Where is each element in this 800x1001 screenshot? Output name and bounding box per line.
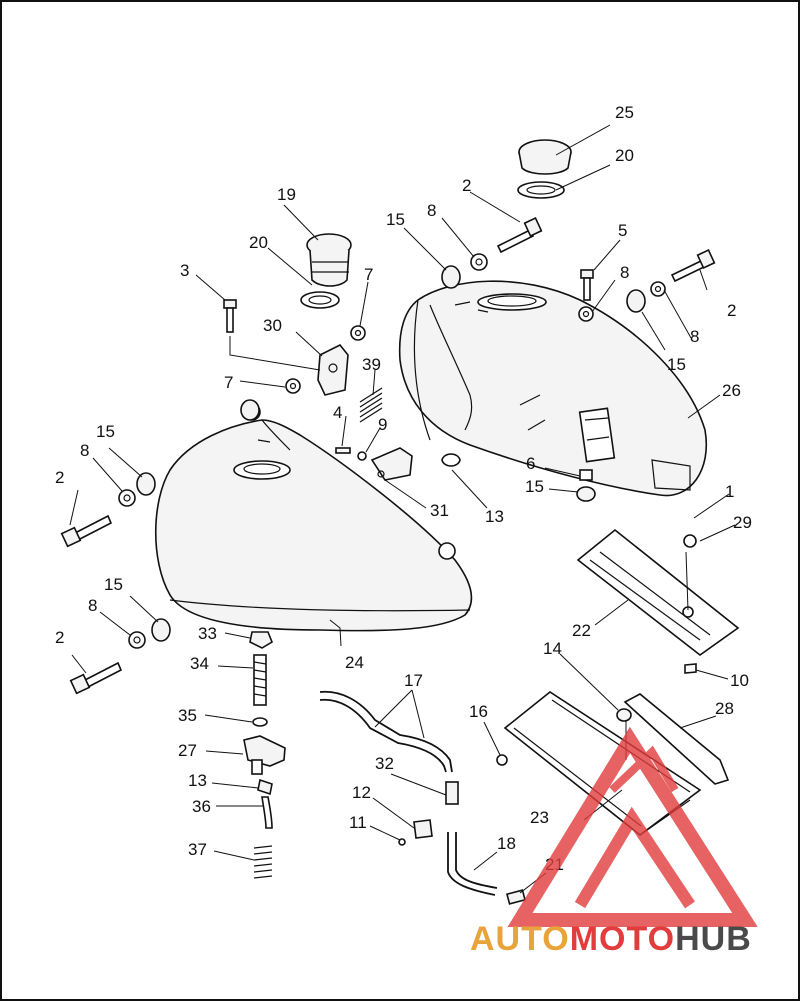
callout-8: 8 — [80, 441, 89, 460]
callout-8: 8 — [427, 201, 436, 220]
callout-35: 35 — [178, 706, 197, 725]
callout-15: 15 — [96, 422, 115, 441]
callout-25: 25 — [615, 103, 634, 122]
watermark-auto: AUTO — [470, 920, 570, 958]
callout-3: 3 — [180, 261, 189, 280]
callout-8: 8 — [88, 596, 97, 615]
callout-6: 6 — [526, 454, 535, 473]
callout-36: 36 — [192, 797, 211, 816]
callout-13: 13 — [485, 507, 504, 526]
watermark-hub: HUB — [675, 920, 752, 958]
crossover-hose — [319, 690, 527, 905]
callout-30: 30 — [263, 316, 282, 335]
callout-15: 15 — [386, 210, 405, 229]
petcock-assembly — [243, 631, 286, 879]
callout-labels: 25 20 2 8 15 5 8 2 8 15 26 19 20 3 7 30 … — [55, 103, 752, 874]
callout-15: 15 — [667, 355, 686, 374]
callout-2: 2 — [55, 628, 64, 647]
callout-19: 19 — [277, 185, 296, 204]
callout-15: 15 — [104, 575, 123, 594]
fill-caps — [300, 139, 572, 309]
callout-8: 8 — [620, 263, 629, 282]
callout-20: 20 — [249, 233, 268, 252]
callout-14: 14 — [543, 639, 562, 658]
watermark-moto: MOTO — [570, 920, 675, 958]
callout-34: 34 — [190, 654, 209, 673]
callout-7: 7 — [364, 265, 373, 284]
callout-4: 4 — [333, 403, 342, 422]
callout-33: 33 — [198, 624, 217, 643]
right-tank-half — [398, 280, 708, 497]
callout-13: 13 — [188, 771, 207, 790]
callout-8: 8 — [690, 327, 699, 346]
callout-11: 11 — [349, 813, 367, 832]
callout-31: 31 — [430, 501, 449, 520]
callout-39: 39 — [362, 355, 381, 374]
callout-27: 27 — [178, 741, 197, 760]
watermark-logo — [507, 726, 758, 927]
callout-18: 18 — [497, 834, 516, 853]
logo-peak — [609, 745, 679, 793]
callout-17: 17 — [404, 671, 423, 690]
leader-lines — [69, 124, 736, 894]
callout-15: 15 — [525, 477, 544, 496]
callout-5: 5 — [618, 221, 627, 240]
callout-16: 16 — [469, 702, 488, 721]
callout-26: 26 — [722, 381, 741, 400]
callout-23: 23 — [530, 808, 549, 827]
callout-7: 7 — [224, 373, 233, 392]
callout-2: 2 — [727, 301, 736, 320]
callout-9: 9 — [378, 415, 387, 434]
mounting-hardware — [60, 217, 716, 796]
logo-triangle-outer — [507, 726, 758, 927]
callout-20: 20 — [615, 146, 634, 165]
callout-2: 2 — [462, 176, 471, 195]
callout-22: 22 — [572, 621, 591, 640]
callout-10: 10 — [730, 671, 749, 690]
callout-2: 2 — [55, 468, 64, 487]
callout-29: 29 — [733, 513, 752, 532]
callout-28: 28 — [715, 699, 734, 718]
callout-12: 12 — [352, 783, 371, 802]
callout-37: 37 — [188, 840, 207, 859]
callout-24: 24 — [345, 653, 364, 672]
watermark-text: AUTOMOTOHUB — [470, 920, 752, 958]
console-parts — [496, 528, 740, 837]
logo-triangle-inner — [574, 806, 695, 909]
callout-1: 1 — [725, 482, 734, 501]
callout-32: 32 — [375, 754, 394, 773]
